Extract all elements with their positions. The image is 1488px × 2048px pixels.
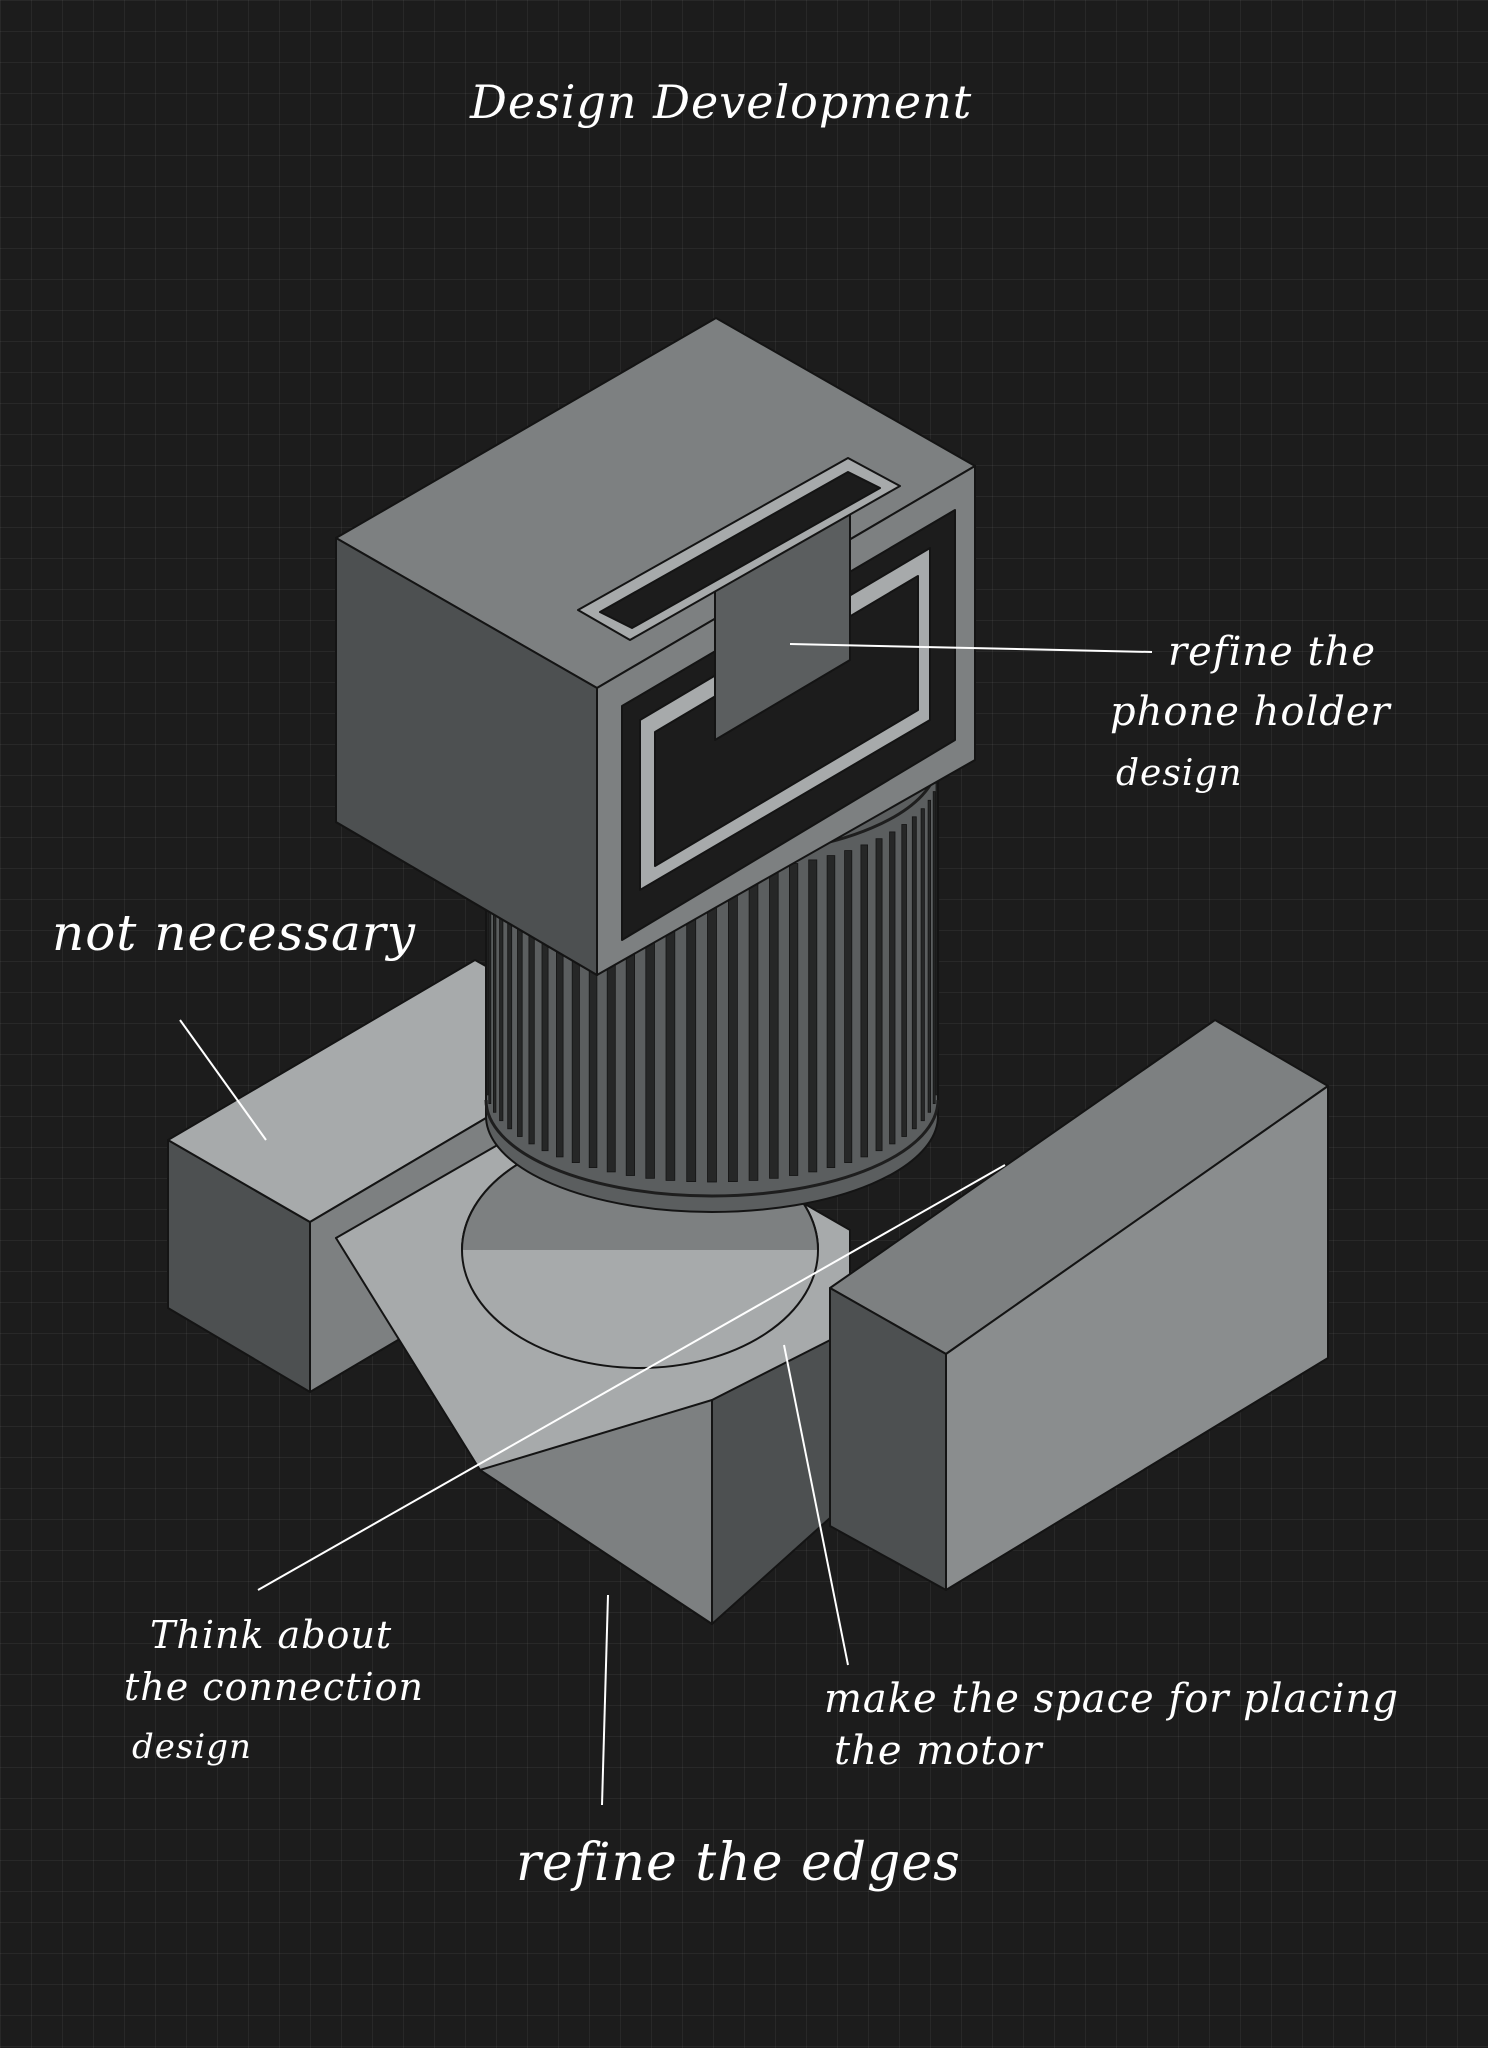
cylinder-slot bbox=[826, 855, 836, 1168]
leader-motor bbox=[783, 1344, 849, 1666]
cylinder-slot bbox=[920, 808, 925, 1122]
page-title: Design Development bbox=[469, 75, 972, 129]
cylinder-slot bbox=[932, 791, 936, 1104]
leader-lines bbox=[179, 643, 1153, 1806]
annotation-phone-holder: refine the phone holder design bbox=[1110, 629, 1393, 794]
cylinder-slot bbox=[927, 799, 931, 1113]
cylinder-slot bbox=[707, 869, 717, 1183]
svg-text:the motor: the motor bbox=[834, 1728, 1044, 1774]
cylinder-slot bbox=[901, 824, 907, 1137]
motor-block bbox=[829, 1019, 1329, 1591]
cylinder-slots bbox=[485, 782, 939, 1183]
svg-text:the connection: the connection bbox=[124, 1665, 424, 1709]
cylinder-slot bbox=[748, 868, 759, 1181]
svg-text:design: design bbox=[132, 1727, 252, 1767]
annotation-motor: make the space for placing the motor bbox=[824, 1676, 1399, 1774]
annotation-not-necessary: not necessary bbox=[52, 904, 416, 962]
svg-text:Think about: Think about bbox=[150, 1613, 392, 1657]
svg-text:phone holder: phone holder bbox=[1110, 689, 1393, 735]
annotation-edges: refine the edges bbox=[516, 1833, 961, 1893]
cylinder-slot bbox=[875, 838, 883, 1152]
cylinder-slot bbox=[728, 869, 738, 1182]
annotation-connection: Think about the connection design bbox=[124, 1613, 424, 1767]
leader-edges bbox=[601, 1594, 609, 1806]
phone-holder-box bbox=[335, 317, 976, 976]
svg-text:refine the: refine the bbox=[1168, 629, 1376, 675]
cylinder-slot bbox=[860, 844, 869, 1158]
svg-text:make the space for placing: make the space for placing bbox=[824, 1676, 1399, 1722]
cylinder-slot bbox=[889, 831, 896, 1145]
cylinder-slot bbox=[769, 865, 779, 1179]
cylinder-slot bbox=[844, 850, 853, 1163]
cylinder-slot bbox=[911, 816, 917, 1130]
leader-connection bbox=[257, 1164, 1006, 1591]
cylinder-slot bbox=[808, 859, 818, 1173]
leader-phone-holder bbox=[789, 643, 1153, 653]
leader-wedge bbox=[179, 1019, 267, 1141]
svg-text:design: design bbox=[1116, 753, 1243, 794]
cylinder-slot bbox=[789, 863, 799, 1176]
